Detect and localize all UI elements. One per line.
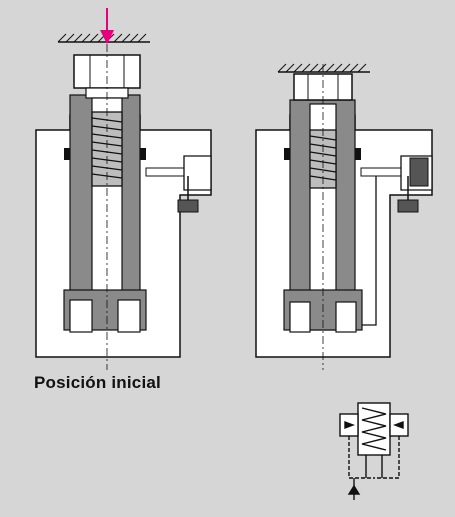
right-port xyxy=(360,155,433,326)
right-ground-hatch xyxy=(277,63,370,73)
left-assembly xyxy=(35,8,212,370)
caption-initial-position: Posición inicial xyxy=(34,373,161,392)
right-assembly xyxy=(255,63,433,370)
left-port xyxy=(145,155,212,213)
force-arrow-icon xyxy=(100,8,114,44)
left-ground-hatch xyxy=(57,33,150,43)
valve-symbol-icon xyxy=(339,402,409,500)
